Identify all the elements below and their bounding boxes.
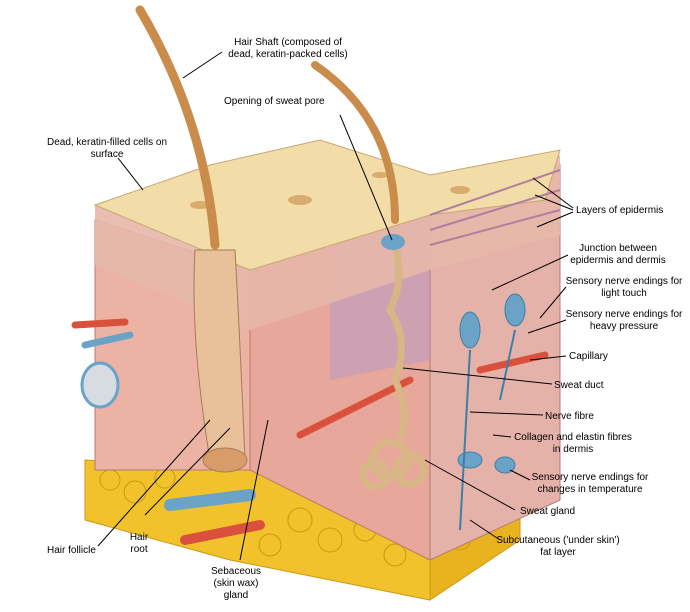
leader-lines [97,51,574,561]
label-subcutaneous: Subcutaneous ('under skin') fat layer [496,535,620,558]
label-hair-root: Hair root [129,532,149,555]
label-light-touch: Sensory nerve endings for light touch [565,276,683,299]
hair-shafts [135,5,399,250]
label-junction: Junction between epidermis and dermis [570,243,666,266]
hair-follicle-shape [193,249,248,473]
label-hair-follicle: Hair follicle [47,545,96,556]
label-dead-cells: Dead, keratin-filled cells on surface [46,137,168,160]
label-nerve-fibre: Nerve fibre [545,411,594,422]
label-collagen: Collagen and elastin fibres in dermis [514,432,632,455]
label-sweat-pore: Opening of sweat pore [224,96,325,107]
label-heavy-pressure: Sensory nerve endings for heavy pressure [565,309,683,332]
label-sweat-gland: Sweat gland [520,506,576,517]
label-epidermis-layers: Layers of epidermis [576,205,664,216]
sweat-duct-gland [359,244,428,491]
label-sweat-duct: Sweat duct [554,380,604,391]
label-temperature: Sensory nerve endings for changes in tem… [531,472,649,495]
blood-vessels [71,318,549,545]
label-sebaceous: Sebaceous (skin wax) gland [210,566,262,601]
label-capillary: Capillary [569,351,608,362]
label-hair-shaft: Hair Shaft (composed of dead, keratin-pa… [228,37,348,60]
